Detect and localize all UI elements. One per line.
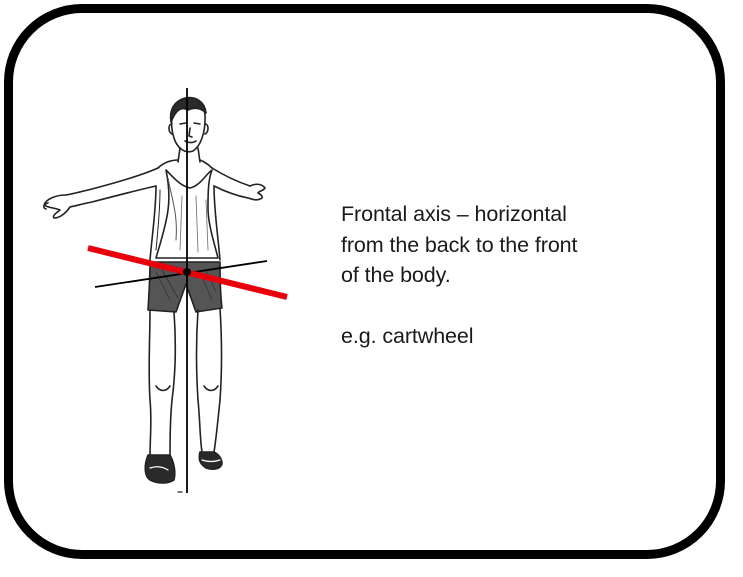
caption-line-1: Frontal axis – horizontal [341,199,681,230]
axis-caption: Frontal axis – horizontal from the back … [341,199,681,352]
caption-example: e.g. cartwheel [341,321,681,352]
axis-intersection-dot [183,268,191,276]
human-figure [44,98,265,492]
caption-line-3: of the body. [341,260,681,291]
caption-spacer [341,291,681,322]
caption-line-2: from the back to the front [341,230,681,261]
